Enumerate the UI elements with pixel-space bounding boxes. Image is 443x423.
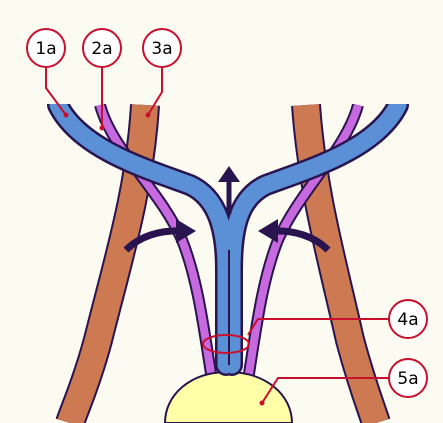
callout-1a-label: 1a <box>35 39 56 59</box>
callout-1a: 1a <box>27 29 65 67</box>
callout-4a: 4a <box>389 300 427 338</box>
callout-5a: 5a <box>389 359 427 397</box>
callout-5a-label: 5a <box>397 369 418 389</box>
callout-3a-label: 3a <box>151 39 172 59</box>
yellow-body <box>165 372 292 423</box>
callout-4a-label: 4a <box>397 310 418 330</box>
callout-2a-label: 2a <box>91 39 112 59</box>
callout-3a: 3a <box>143 29 181 67</box>
top-mask <box>0 0 443 104</box>
callout-2a: 2a <box>83 29 121 67</box>
